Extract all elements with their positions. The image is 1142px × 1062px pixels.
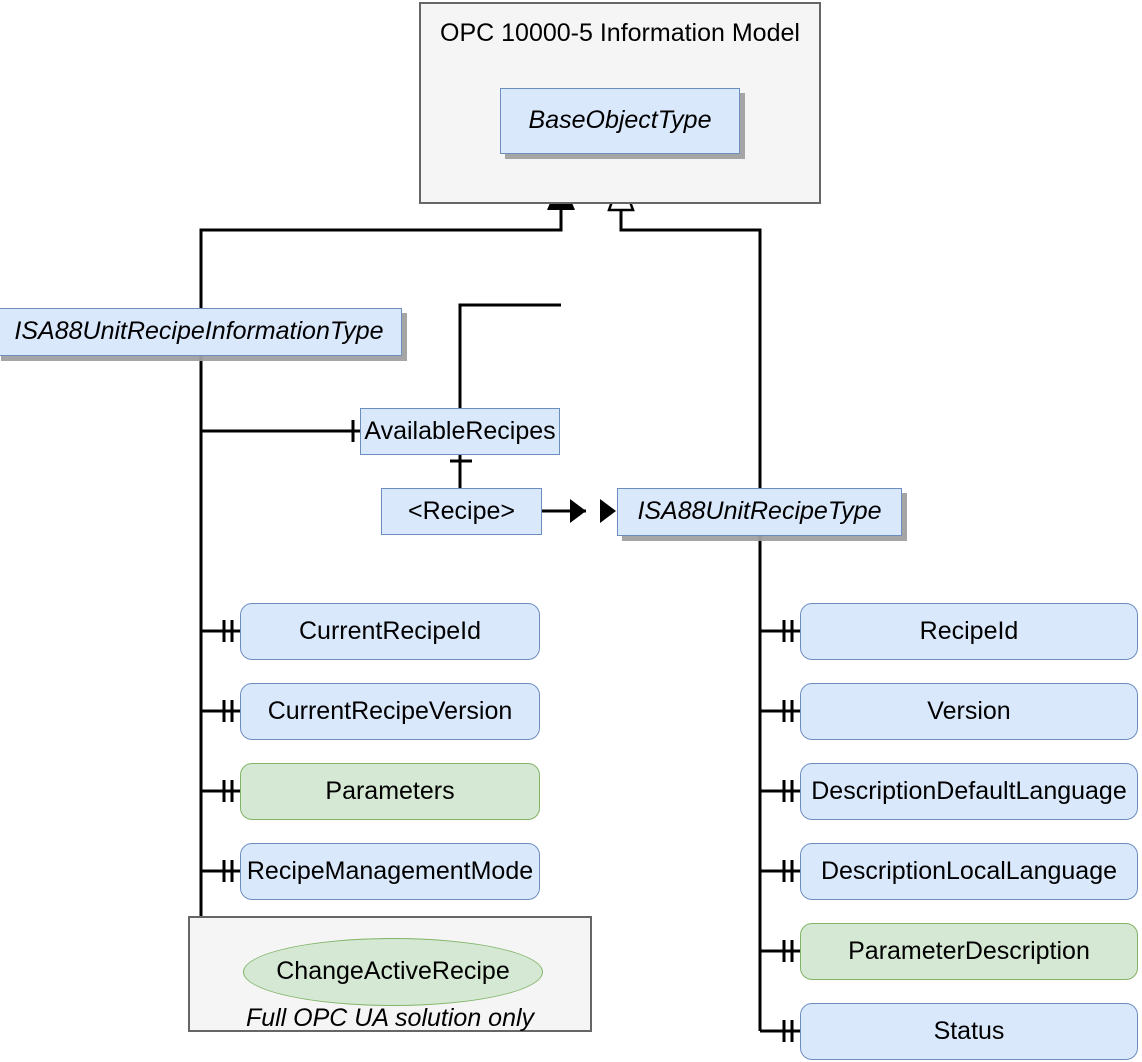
node-recipe-placeholder-label: <Recipe> — [407, 496, 516, 525]
node-version-label: Version — [927, 696, 1011, 725]
hascomponent-ticks-left — [222, 620, 234, 882]
node-isa88unitrecipetype-label: ISA88UnitRecipeType — [637, 497, 882, 526]
edge-recipetype-to-baseobjecttype — [619, 185, 762, 488]
node-isa88unitrecipetype[interactable]: ISA88UnitRecipeType — [617, 488, 902, 536]
node-availablerecipes-label: AvailableRecipes — [364, 416, 556, 445]
node-descriptionlocallanguage[interactable]: DescriptionLocalLanguage — [800, 843, 1138, 900]
node-descriptionlocallanguage-label: DescriptionLocalLanguage — [820, 856, 1118, 885]
node-changeactiverecipe-label: ChangeActiveRecipe — [276, 957, 510, 986]
node-parameterdescription[interactable]: ParameterDescription — [800, 923, 1138, 980]
node-changeactiverecipe-method[interactable]: ChangeActiveRecipe — [243, 938, 543, 1006]
node-isa88unitrecipeinformationtype-label: ISA88UnitRecipeInformationType — [14, 317, 384, 346]
node-currentrecipeversion[interactable]: CurrentRecipeVersion — [240, 683, 540, 740]
node-isa88unitrecipeinformationtype[interactable]: ISA88UnitRecipeInformationType — [0, 308, 402, 356]
node-recipemanagementmode-label: RecipeManagementMode — [246, 856, 534, 885]
node-recipeid-label: RecipeId — [919, 616, 1019, 645]
node-currentrecipeid-label: CurrentRecipeId — [298, 616, 482, 645]
hastypedefinition-double-arrowhead — [570, 499, 616, 523]
node-recipeid[interactable]: RecipeId — [800, 603, 1138, 660]
node-version[interactable]: Version — [800, 683, 1138, 740]
full-opcua-solution-note: Full OPC UA solution only — [245, 1004, 535, 1032]
node-baseobjecttype-label: BaseObjectType — [528, 106, 712, 135]
node-parameters[interactable]: Parameters — [240, 763, 540, 820]
node-currentrecipeid[interactable]: CurrentRecipeId — [240, 603, 540, 660]
node-recipemanagementmode[interactable]: RecipeManagementMode — [240, 843, 540, 900]
node-descriptiondefaultlanguage-label: DescriptionDefaultLanguage — [811, 776, 1127, 805]
node-availablerecipes[interactable]: AvailableRecipes — [360, 408, 560, 455]
node-descriptiondefaultlanguage[interactable]: DescriptionDefaultLanguage — [800, 763, 1138, 820]
node-parameters-label: Parameters — [325, 776, 455, 805]
node-status-label: Status — [933, 1016, 1005, 1045]
node-recipe-placeholder[interactable]: <Recipe> — [381, 488, 542, 535]
hascomponent-ticks-right — [782, 620, 794, 1042]
edge-availablerecipes-to-baseobjecttype — [458, 303, 561, 408]
node-status[interactable]: Status — [800, 1003, 1138, 1060]
node-parameterdescription-label: ParameterDescription — [848, 936, 1090, 965]
node-currentrecipeversion-label: CurrentRecipeVersion — [267, 696, 513, 725]
opc-10000-5-group-title: OPC 10000-5 Information Model — [440, 19, 800, 47]
node-baseobjecttype[interactable]: BaseObjectType — [500, 88, 740, 154]
